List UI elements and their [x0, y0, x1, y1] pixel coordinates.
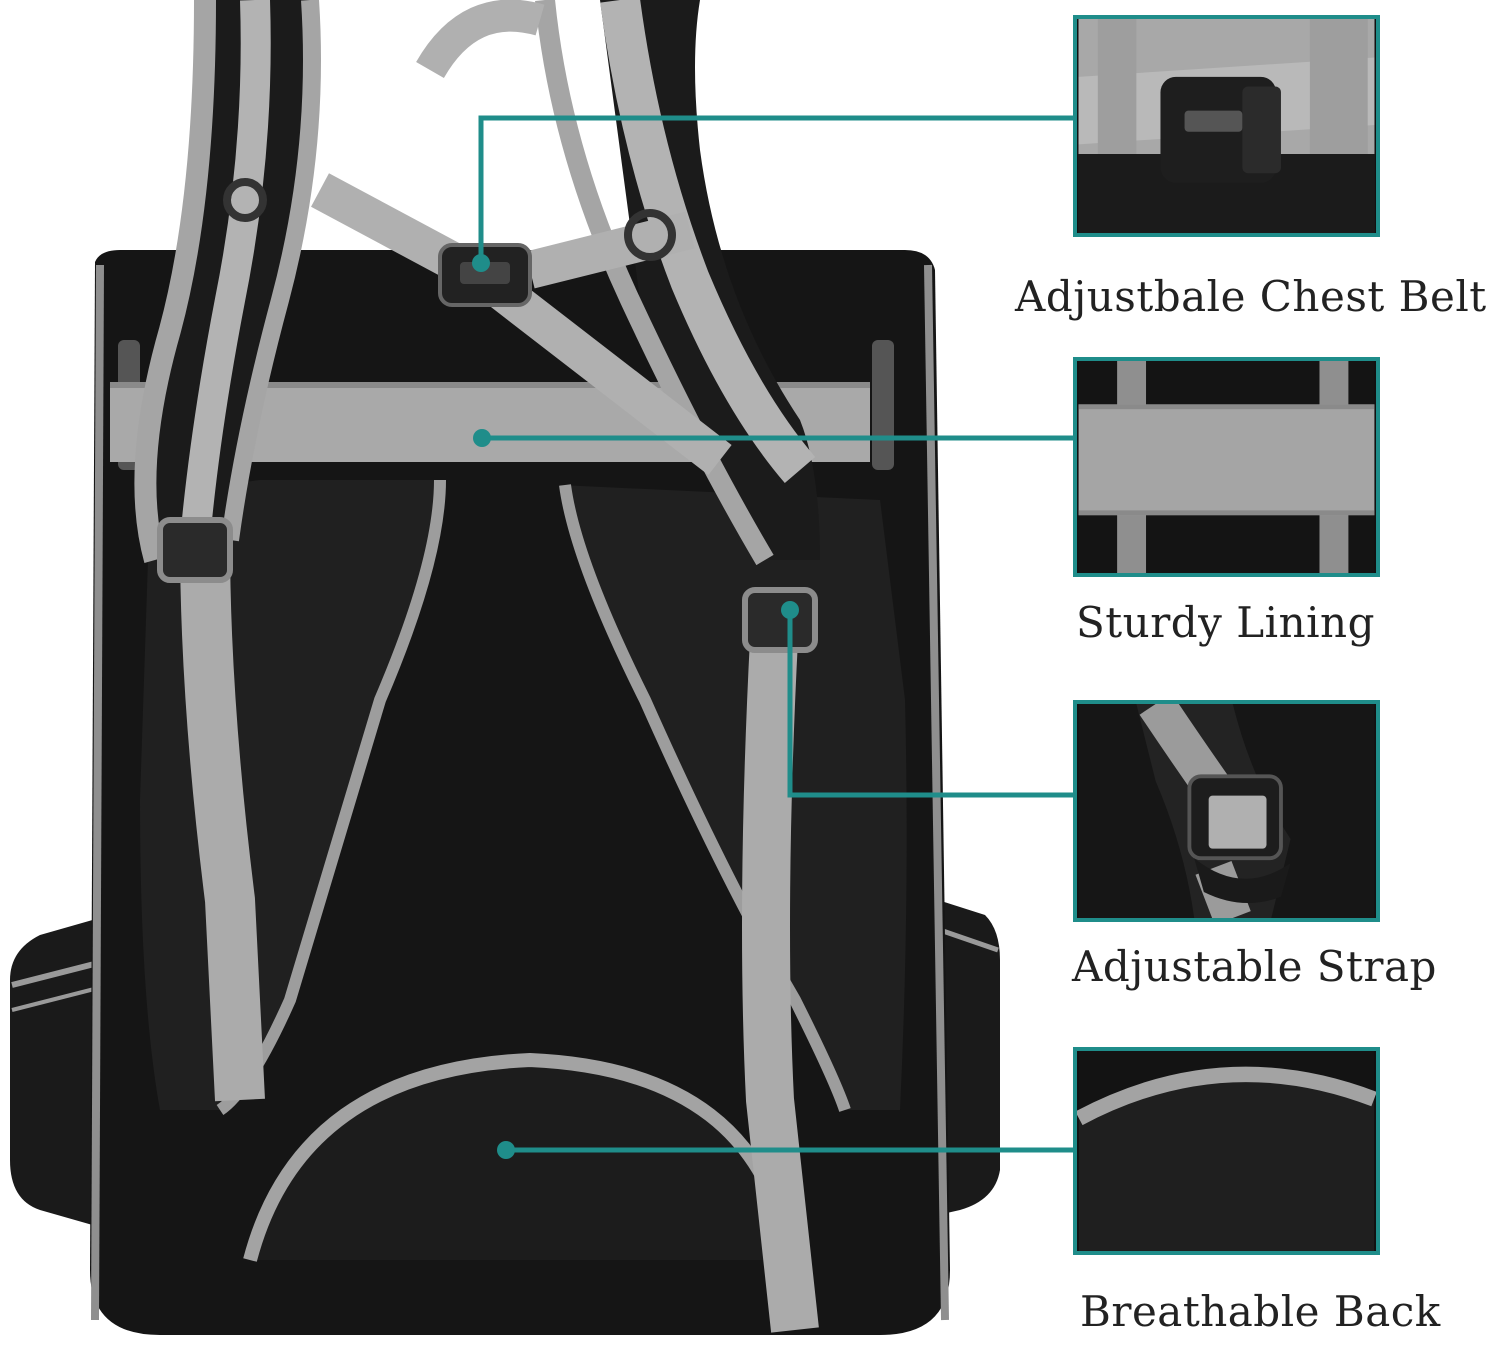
chest-belt-buckle-detail-icon — [1078, 19, 1375, 233]
feature-caption-chest-belt: Adjustbale Chest Belt — [1015, 272, 1487, 321]
mesh-back-detail-icon — [1077, 1051, 1376, 1251]
strap-buckle-detail-icon — [1078, 704, 1375, 918]
sturdy-lining-detail-panel — [1073, 357, 1380, 577]
feature-caption-breathable-back: Breathable Back — [1080, 1287, 1441, 1336]
breathable-back-detail-panel — [1073, 1047, 1380, 1255]
lining-band-detail-icon — [1078, 361, 1375, 573]
adjustable-strap-detail-panel — [1073, 700, 1380, 922]
chest-belt-detail-panel — [1073, 15, 1380, 237]
feature-caption-sturdy-lining: Sturdy Lining — [1076, 598, 1375, 647]
feature-caption-adjustable-strap: Adjustable Strap — [1072, 942, 1437, 991]
